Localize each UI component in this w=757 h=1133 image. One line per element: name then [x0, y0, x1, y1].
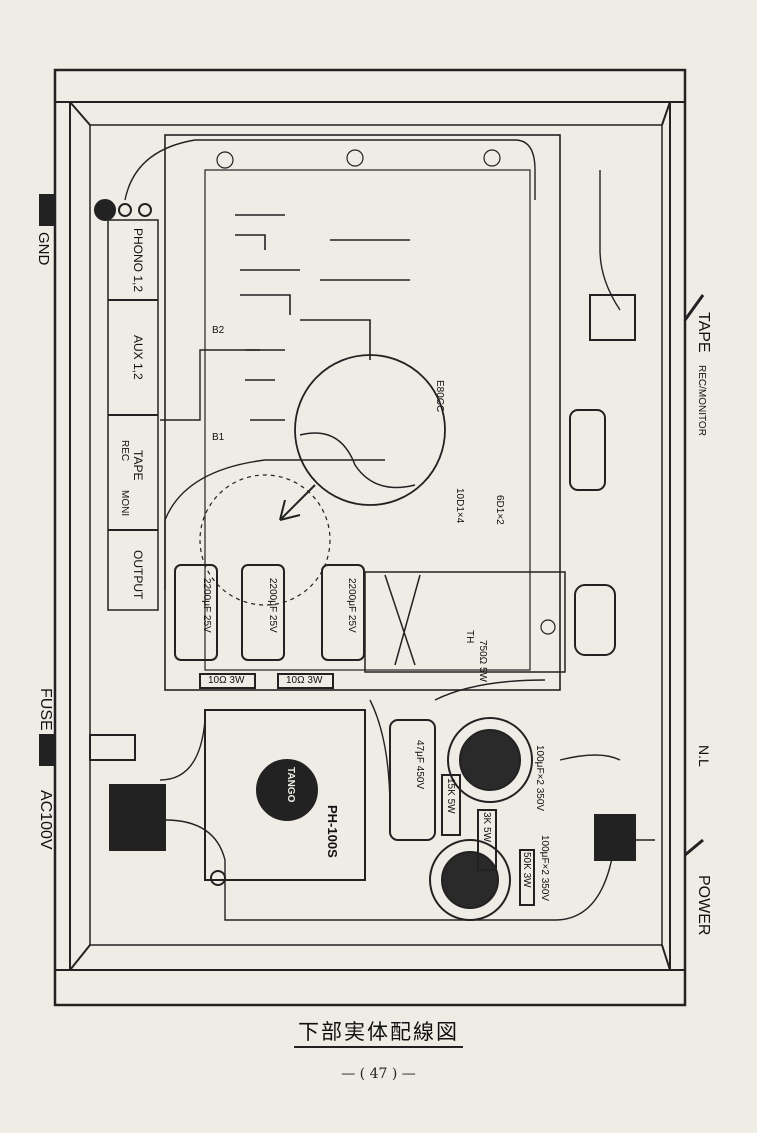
tango-badge: [256, 759, 318, 821]
cap2-label: 2200μF 25V: [267, 578, 278, 633]
power-label: POWER: [695, 875, 712, 936]
cap3-label: 2200μF 25V: [346, 578, 357, 633]
th-label: TH: [464, 630, 475, 644]
tape-moni-label: MONI: [119, 490, 130, 517]
pc-board: [164, 134, 561, 691]
res-3k: [477, 809, 497, 871]
tube-socket: [294, 354, 446, 506]
transformer-brand: TANGO: [285, 767, 296, 803]
aux-label: AUX 1,2: [131, 335, 145, 380]
res-10-2: [277, 673, 334, 689]
gnd-knob: [39, 194, 56, 226]
res-10-1: [199, 673, 256, 689]
fuse-holder: [89, 734, 136, 761]
cap-2200-1: [174, 564, 218, 661]
transformer-model: PH-100S: [325, 805, 340, 858]
figure-caption: 下部実体配線図: [0, 1016, 757, 1048]
phono-jack: [94, 199, 116, 221]
diode-strip: [364, 571, 566, 673]
front-panel-bottom: [54, 969, 686, 1006]
figure-caption-text: 下部実体配線図: [294, 1020, 463, 1048]
res2-label: 10Ω 3W: [286, 675, 323, 686]
front-panel-top: [54, 69, 686, 103]
fuse-knob: [39, 734, 56, 766]
cap100a-label: 100μF×2 350V: [534, 745, 545, 812]
tube-label: E80CC: [434, 380, 445, 413]
can-cap-1: [447, 717, 533, 803]
cap-47: [389, 719, 436, 841]
fuse-label: FUSE: [37, 688, 54, 731]
page-number: — ( 47 ) —: [341, 1066, 416, 1082]
res15k-label: 15K 5W: [445, 778, 456, 814]
diode-6d1-label: 6D1×2: [494, 495, 505, 525]
tape-right-label: TAPE: [695, 312, 712, 353]
cap47-label: 47μF 450V: [414, 740, 425, 790]
tape-left-label: TAPE: [131, 450, 145, 481]
cap-2200-2: [241, 564, 285, 661]
power-transformer: [204, 709, 366, 881]
phono-label: PHONO 1,2: [131, 228, 145, 293]
tape-rec-label: REC: [119, 440, 130, 462]
b2-label: B2: [212, 325, 225, 336]
cap-2200-3: [321, 564, 365, 661]
res-15k: [441, 774, 461, 836]
output-label: OUTPUT: [131, 550, 145, 600]
power-switch: [594, 814, 636, 861]
cap1-label: 2200μF 25V: [201, 578, 212, 633]
rec-monitor-label: REC/MONITOR: [696, 365, 707, 436]
cap100b-label: 100μF×2 350V: [539, 835, 550, 902]
diode-10d1-label: 10D1×4: [454, 488, 465, 524]
res1-label: 10Ω 3W: [208, 675, 245, 686]
b1-label: B1: [212, 432, 225, 443]
chassis-floor: [89, 124, 663, 946]
res-50k: [519, 849, 535, 906]
ac-label: AC100V: [37, 790, 54, 850]
res750-label: 750Ω 5W: [477, 640, 488, 682]
res50k-label: 50K 3W: [521, 852, 532, 888]
res3k-label: 3K 5W: [481, 812, 492, 843]
gnd-label: GND: [35, 232, 52, 266]
chassis-frame: [53, 68, 687, 1007]
ac-relay: [109, 784, 166, 851]
nl-label: N.L: [696, 745, 712, 767]
